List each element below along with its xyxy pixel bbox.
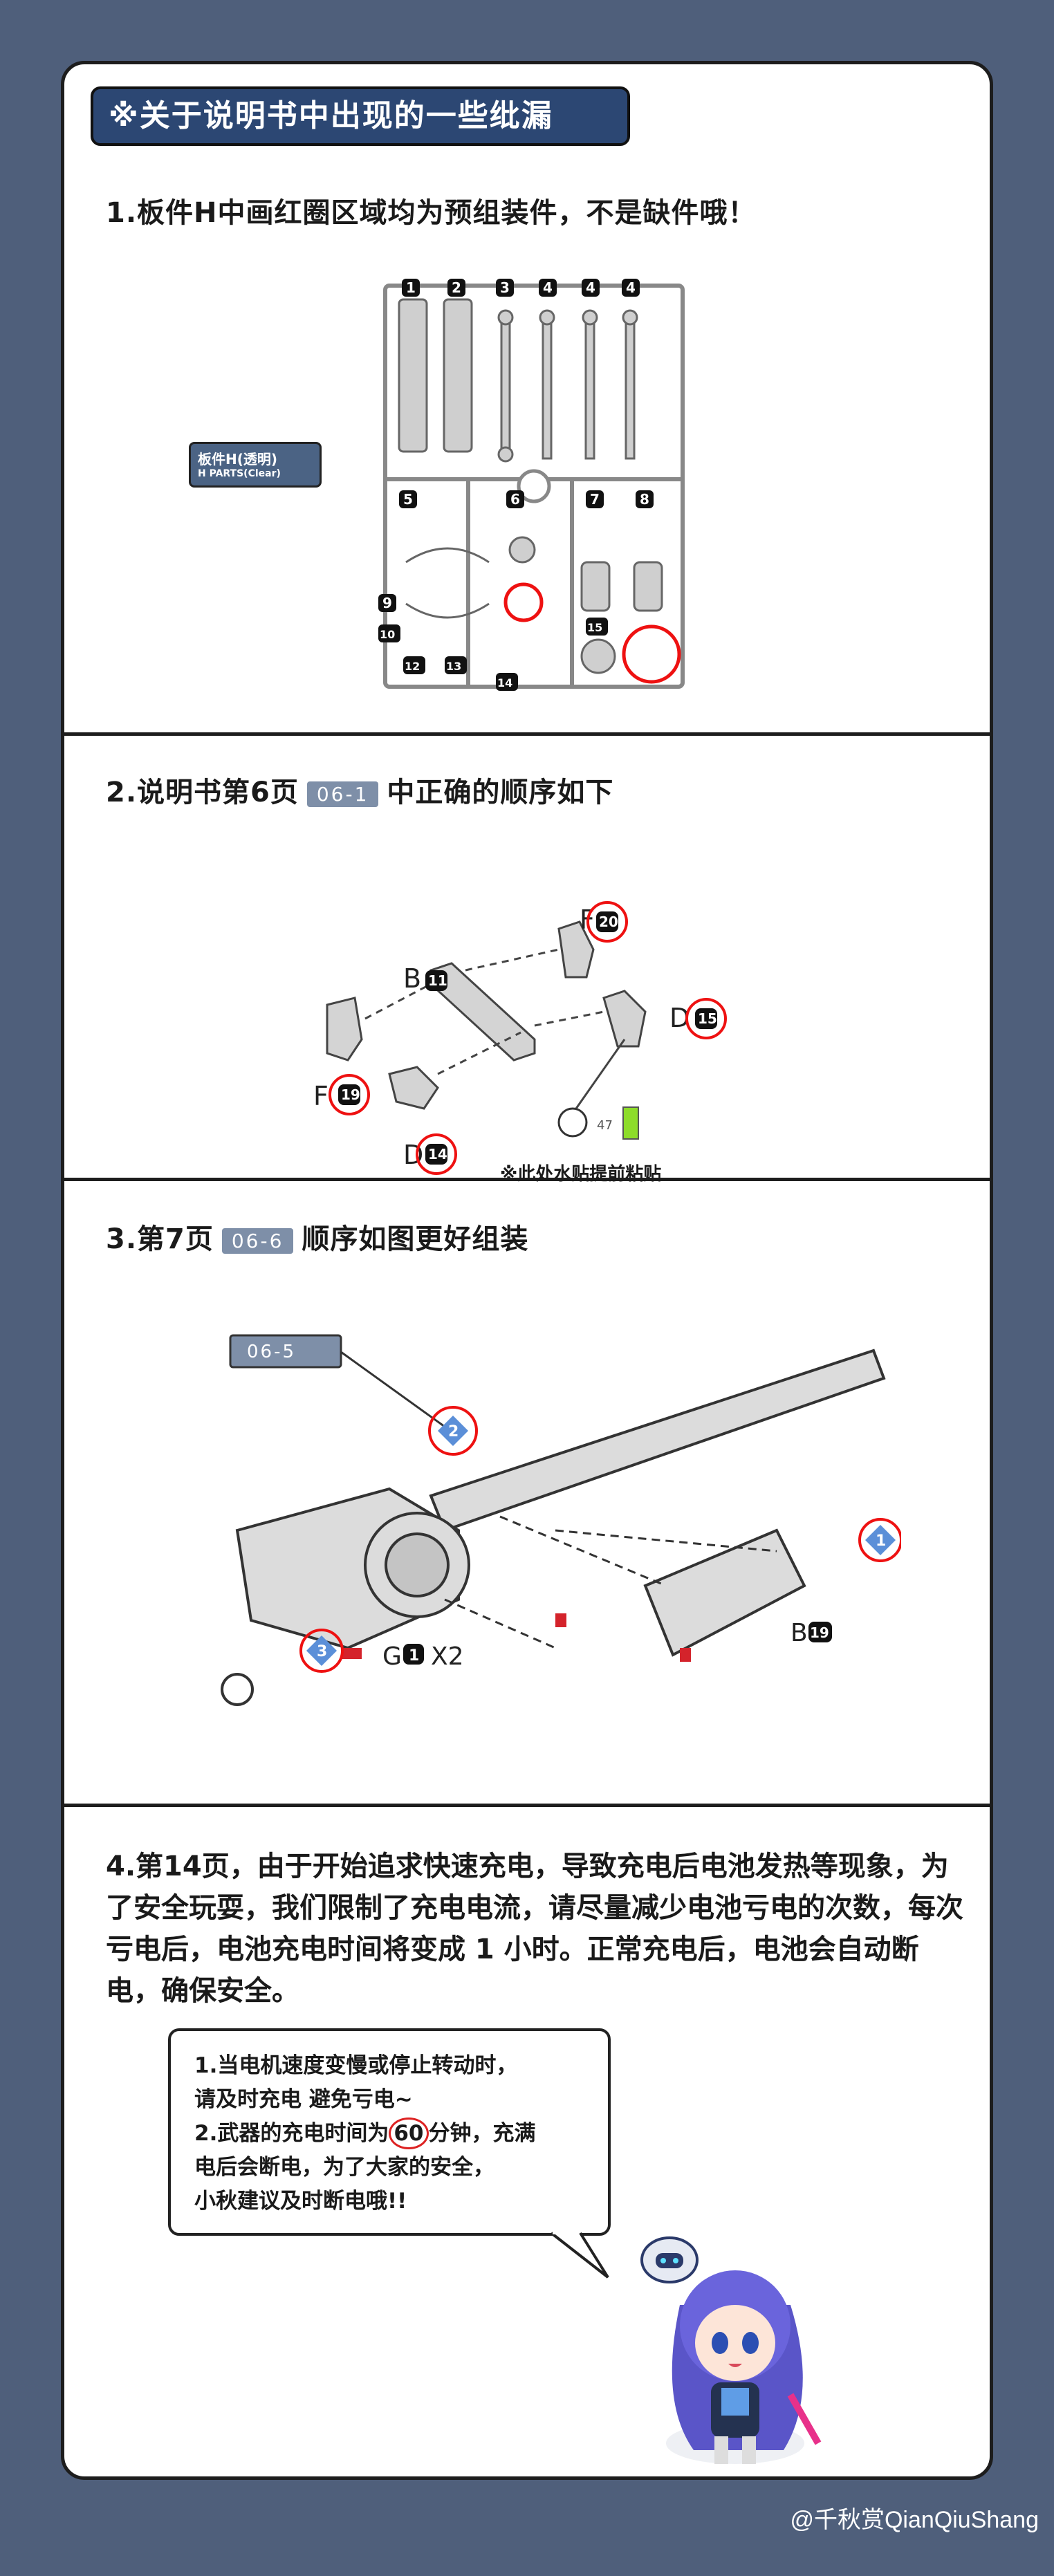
part-num: 15 bbox=[587, 621, 602, 634]
section2-heading: 2.说明书第6页 06-1 中正确的顺序如下 bbox=[106, 770, 613, 810]
bubble-line-3-pre: 2.武器的充电时间为 bbox=[194, 2121, 389, 2146]
mascot-illustration bbox=[640, 2236, 822, 2464]
sticker-note: ※此处水贴提前粘贴 bbox=[500, 1164, 662, 1185]
section2-ref-badge: 06-1 bbox=[306, 781, 379, 807]
label-f-left: F bbox=[313, 1081, 329, 1111]
runner-h-diagram: 1 2 3 4 4 4 5 6 7 8 9 10 12 13 14 15 bbox=[378, 279, 685, 691]
sticker-number: 47 bbox=[597, 1118, 613, 1133]
section3-heading-pre: 3.第7页 bbox=[106, 1223, 214, 1255]
h-parts-tag-en: H PARTS(Clear) bbox=[198, 468, 281, 479]
errata-banner: ※关于说明书中出现的一些纰漏 bbox=[91, 86, 630, 146]
part-num: 12 bbox=[405, 660, 420, 673]
section2-heading-post: 中正确的顺序如下 bbox=[387, 777, 614, 808]
g-qty: X2 bbox=[431, 1642, 464, 1671]
speech-bubble-tail bbox=[550, 2229, 609, 2279]
label-b-num: 11 bbox=[428, 972, 447, 989]
part-num: 4 bbox=[626, 279, 636, 296]
section-divider bbox=[64, 1804, 990, 1807]
step-2-marker: 2 bbox=[448, 1423, 459, 1440]
part-num: 3 bbox=[500, 279, 510, 296]
b-letter: B bbox=[790, 1619, 808, 1647]
part-num: 14 bbox=[497, 676, 512, 689]
step-1-marker: 1 bbox=[876, 1532, 886, 1550]
bubble-line-4: 电后会断电，为了大家的安全， bbox=[194, 2155, 494, 2180]
part-num: 4 bbox=[543, 279, 553, 296]
section-divider bbox=[64, 1178, 990, 1181]
callout-06-5: 06-5 bbox=[247, 1342, 296, 1362]
part-num: 2 bbox=[452, 279, 461, 296]
section2-heading-pre: 2.说明书第6页 bbox=[106, 777, 299, 808]
part-num: 10 bbox=[380, 628, 395, 641]
bubble-line-1: 1.当电机速度变慢或停止转动时， bbox=[194, 2053, 518, 2078]
part-num: 13 bbox=[446, 660, 461, 673]
part-num: 4 bbox=[586, 279, 595, 296]
part-num: 5 bbox=[403, 491, 413, 508]
part-num: 6 bbox=[510, 491, 520, 508]
step-3-marker: 3 bbox=[317, 1643, 327, 1660]
label-f-left-num: 19 bbox=[341, 1086, 360, 1103]
g-num: 1 bbox=[409, 1647, 419, 1665]
part-num: 1 bbox=[406, 279, 416, 296]
watermark: @千秋赏QianQiuShang bbox=[790, 2507, 1039, 2533]
h-parts-tag: 板件H(透明) H PARTS(Clear) bbox=[189, 442, 322, 488]
weapon-assembly-diagram: 06-5 2 3 1 G 1 X2 B 19 bbox=[221, 1334, 901, 1706]
charge-minutes: 60 bbox=[389, 2118, 429, 2149]
section1-heading: 1.板件H中画红圈区域均为预组装件，不是缺件哦！ bbox=[106, 197, 757, 229]
instruction-card: ※关于说明书中出现的一些纰漏 1.板件H中画红圈区域均为预组装件，不是缺件哦！ … bbox=[61, 61, 993, 2480]
section-divider bbox=[64, 732, 990, 736]
bubble-line-3-post: 分钟，充满 bbox=[428, 2121, 536, 2146]
assembly-diagram-06-1: 47 B F D F D 11 20 15 19 14 bbox=[313, 901, 727, 1175]
bubble-line-5: 小秋建议及时断电哦!! bbox=[194, 2189, 407, 2214]
label-f-top-num: 20 bbox=[599, 914, 618, 930]
part-num: 8 bbox=[640, 491, 649, 508]
section4-paragraph: 4.第14页，由于开始追求快速充电，导致充电后电池发热等现象，为了安全玩耍，我们… bbox=[106, 1851, 963, 2007]
label-d-right-num: 15 bbox=[698, 1010, 717, 1027]
label-d-bottom-num: 14 bbox=[428, 1146, 447, 1162]
label-b: B bbox=[403, 963, 421, 994]
part-num: 9 bbox=[382, 595, 392, 611]
g-letter: G bbox=[382, 1642, 402, 1671]
section3-heading-post: 顺序如图更好组装 bbox=[302, 1223, 529, 1255]
b-num: 19 bbox=[810, 1624, 829, 1641]
h-parts-tag-cn: 板件H(透明) bbox=[198, 451, 278, 467]
section3-ref-badge: 06-6 bbox=[221, 1227, 294, 1254]
bubble-line-2: 请及时充电 避免亏电~ bbox=[194, 2087, 413, 2112]
part-num: 7 bbox=[590, 491, 600, 508]
section3-heading: 3.第7页 06-6 顺序如图更好组装 bbox=[106, 1216, 528, 1257]
